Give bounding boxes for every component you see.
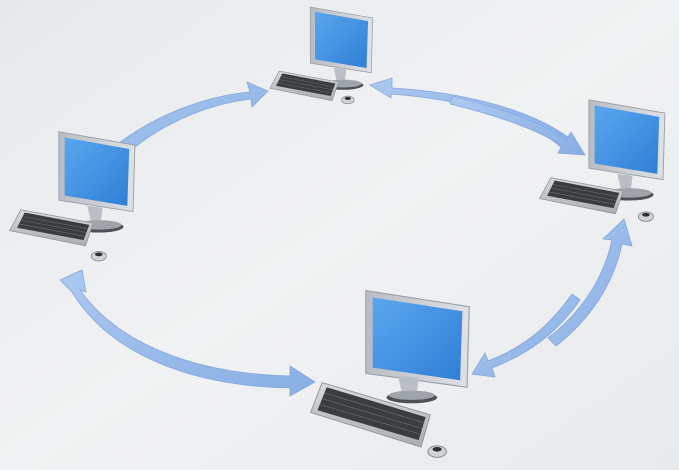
arrow-top-to-right (449, 95, 586, 156)
computer-top (269, 6, 374, 105)
computer-left (8, 131, 136, 262)
desktop-computer-icon (8, 131, 136, 262)
computer-right (538, 99, 666, 222)
arrow-left-to-bottom (59, 269, 316, 397)
ring-links (59, 77, 633, 397)
arrow-bottom-to-right (547, 218, 633, 347)
arrow-right-to-bottom (471, 293, 581, 378)
desktop-computer-icon (309, 289, 470, 458)
desktop-computer-icon (538, 99, 666, 222)
desktop-computer-icon (269, 6, 374, 105)
arrow-left-to-top (107, 81, 269, 161)
computer-bottom (309, 289, 470, 458)
